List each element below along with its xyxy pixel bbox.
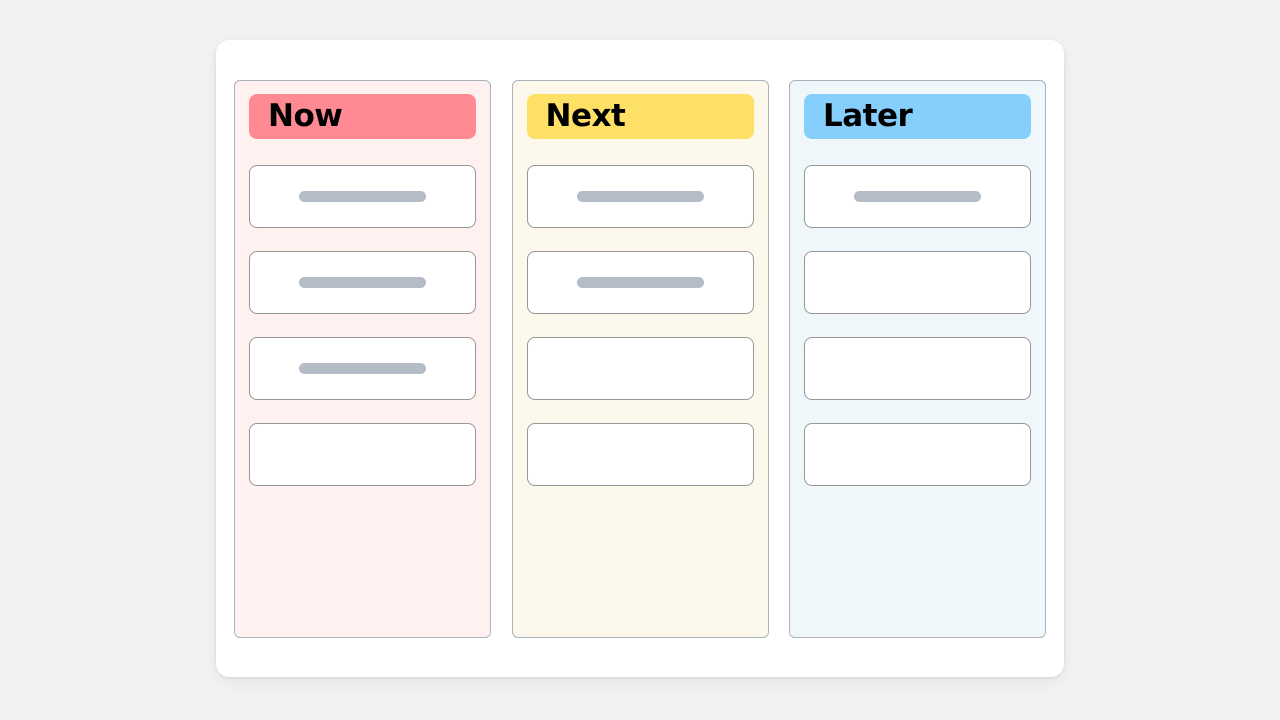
card[interactable] — [249, 251, 476, 314]
card-list-now — [249, 165, 476, 637]
column-header-later: Later — [804, 94, 1031, 139]
column-header-now: Now — [249, 94, 476, 139]
card-placeholder-bar — [299, 191, 426, 202]
card[interactable] — [249, 337, 476, 400]
column-title-now: Now — [268, 98, 343, 134]
card[interactable] — [249, 165, 476, 228]
board-column-now[interactable]: Now — [234, 80, 491, 638]
card[interactable] — [526, 337, 754, 400]
card[interactable] — [804, 423, 1031, 486]
column-header-next: Next — [526, 94, 754, 139]
card[interactable] — [249, 423, 476, 486]
card[interactable] — [526, 423, 754, 486]
card-list-later — [804, 165, 1031, 637]
card-list-next — [526, 165, 754, 637]
card[interactable] — [804, 165, 1031, 228]
card-placeholder-bar — [299, 277, 426, 288]
board-column-next[interactable]: Next — [511, 80, 769, 638]
card-placeholder-bar — [299, 363, 426, 374]
card[interactable] — [804, 251, 1031, 314]
card-placeholder-bar — [576, 191, 704, 202]
column-title-next: Next — [545, 98, 626, 134]
card-placeholder-bar — [576, 277, 704, 288]
board-panel: Now Next — [216, 40, 1064, 677]
card[interactable] — [804, 337, 1031, 400]
card[interactable] — [526, 165, 754, 228]
card[interactable] — [526, 251, 754, 314]
board-column-later[interactable]: Later — [789, 80, 1046, 638]
column-title-later: Later — [823, 98, 913, 134]
board-columns: Now Next — [234, 80, 1046, 638]
card-placeholder-bar — [854, 191, 981, 202]
